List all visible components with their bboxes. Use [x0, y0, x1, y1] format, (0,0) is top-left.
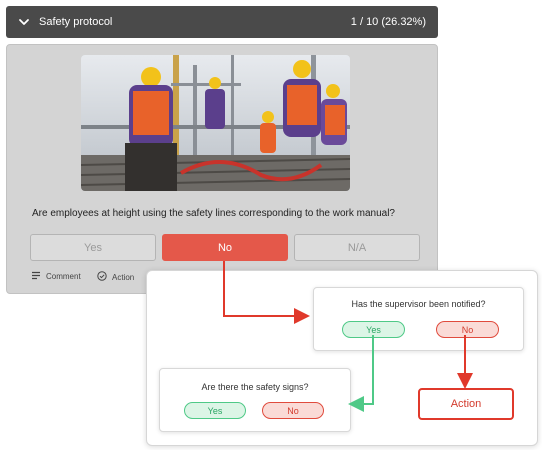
follow-up-flow-panel: Has the supervisor been notified? Yes No… [146, 270, 538, 446]
chevron-down-icon[interactable] [18, 16, 30, 28]
section-header-left: Safety protocol [18, 16, 112, 28]
signs-question-card: Are there the safety signs? Yes No [159, 368, 351, 432]
comment-icon [31, 271, 41, 282]
question-card: Are employees at height using the safety… [6, 44, 438, 294]
section-title: Safety protocol [39, 16, 113, 28]
action-label: Action [112, 272, 135, 282]
signs-question-text: Are there the safety signs? [201, 382, 309, 392]
signs-yes-button[interactable]: Yes [184, 402, 246, 419]
answer-no-button[interactable]: No [162, 234, 288, 261]
supervisor-no-button[interactable]: No [436, 321, 499, 338]
section-header[interactable]: Safety protocol 1 / 10 (26.32%) [6, 6, 438, 38]
question-text: Are employees at height using the safety… [32, 208, 395, 219]
signs-no-button[interactable]: No [262, 402, 324, 419]
supervisor-question-card: Has the supervisor been notified? Yes No [313, 287, 524, 351]
check-circle-icon [97, 271, 107, 283]
supervisor-yes-button[interactable]: Yes [342, 321, 405, 338]
answer-yes-button[interactable]: Yes [30, 234, 156, 261]
supervisor-question-text: Has the supervisor been notified? [351, 299, 486, 309]
section-progress: 1 / 10 (26.32%) [350, 16, 426, 28]
worksite-photo [81, 55, 350, 191]
comment-label: Comment [46, 272, 81, 281]
comment-button[interactable]: Comment [31, 271, 81, 282]
answer-na-button[interactable]: N/A [294, 234, 420, 261]
action-box[interactable]: Action [418, 388, 514, 420]
action-button[interactable]: Action [97, 271, 134, 283]
